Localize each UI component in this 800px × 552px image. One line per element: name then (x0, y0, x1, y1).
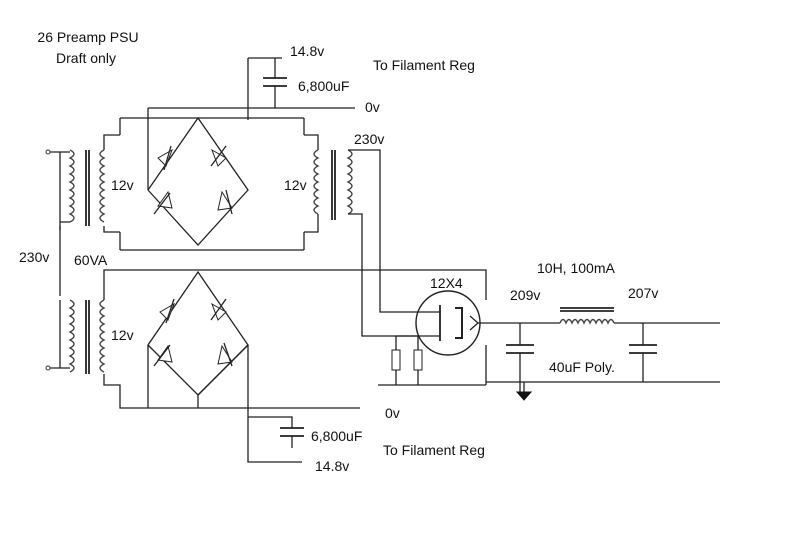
sec-left-bottom-label: 12v (111, 327, 134, 343)
heater-dropping-resistors (378, 335, 486, 386)
right-mains-label: 230v (354, 131, 384, 147)
sec-left-top-label: 12v (111, 177, 134, 193)
choke-label: 10H, 100mA (537, 260, 615, 276)
filter-cap-207v (629, 323, 657, 382)
top-reg-label: To Filament Reg (373, 57, 475, 73)
top-voltage-label: 14.8v (290, 43, 324, 59)
transformer-left-top (45, 134, 120, 296)
bottom-bridge-rectifier (147, 270, 249, 408)
bottom-filament-cap (247, 345, 304, 463)
b-plus-in-label: 209v (510, 287, 540, 303)
choke-10h (520, 307, 720, 325)
b-plus-out-label: 207v (628, 285, 658, 301)
bottom-voltage-label: 14.8v (315, 458, 349, 474)
top-cap-label: 6,800uF (298, 78, 349, 94)
bottom-cap-label: 6,800uF (311, 428, 362, 444)
filter-caps-label: 40uF Poly. (549, 359, 615, 375)
bottom-reg-label: To Filament Reg (383, 442, 485, 458)
rating-label: 60VA (74, 252, 108, 268)
transformer-right-top (304, 134, 410, 337)
top-filament-cap (247, 57, 287, 120)
filter-cap-209v (506, 323, 534, 395)
bottom-ground-label: 0v (385, 405, 400, 421)
transformer-left-bottom (45, 269, 487, 409)
rectifier-tube-12x4 (410, 280, 520, 385)
top-bridge-rectifier (119, 108, 305, 251)
mains-in-label: 230v (19, 249, 49, 265)
sec-right-top-label: 12v (284, 177, 307, 193)
title-line2: Draft only (56, 50, 116, 66)
rectifier-tube-label: 12X4 (430, 275, 463, 291)
title-line1: 26 Preamp PSU (37, 29, 138, 45)
ground-symbol (515, 382, 533, 401)
top-ground-label: 0v (365, 99, 380, 115)
